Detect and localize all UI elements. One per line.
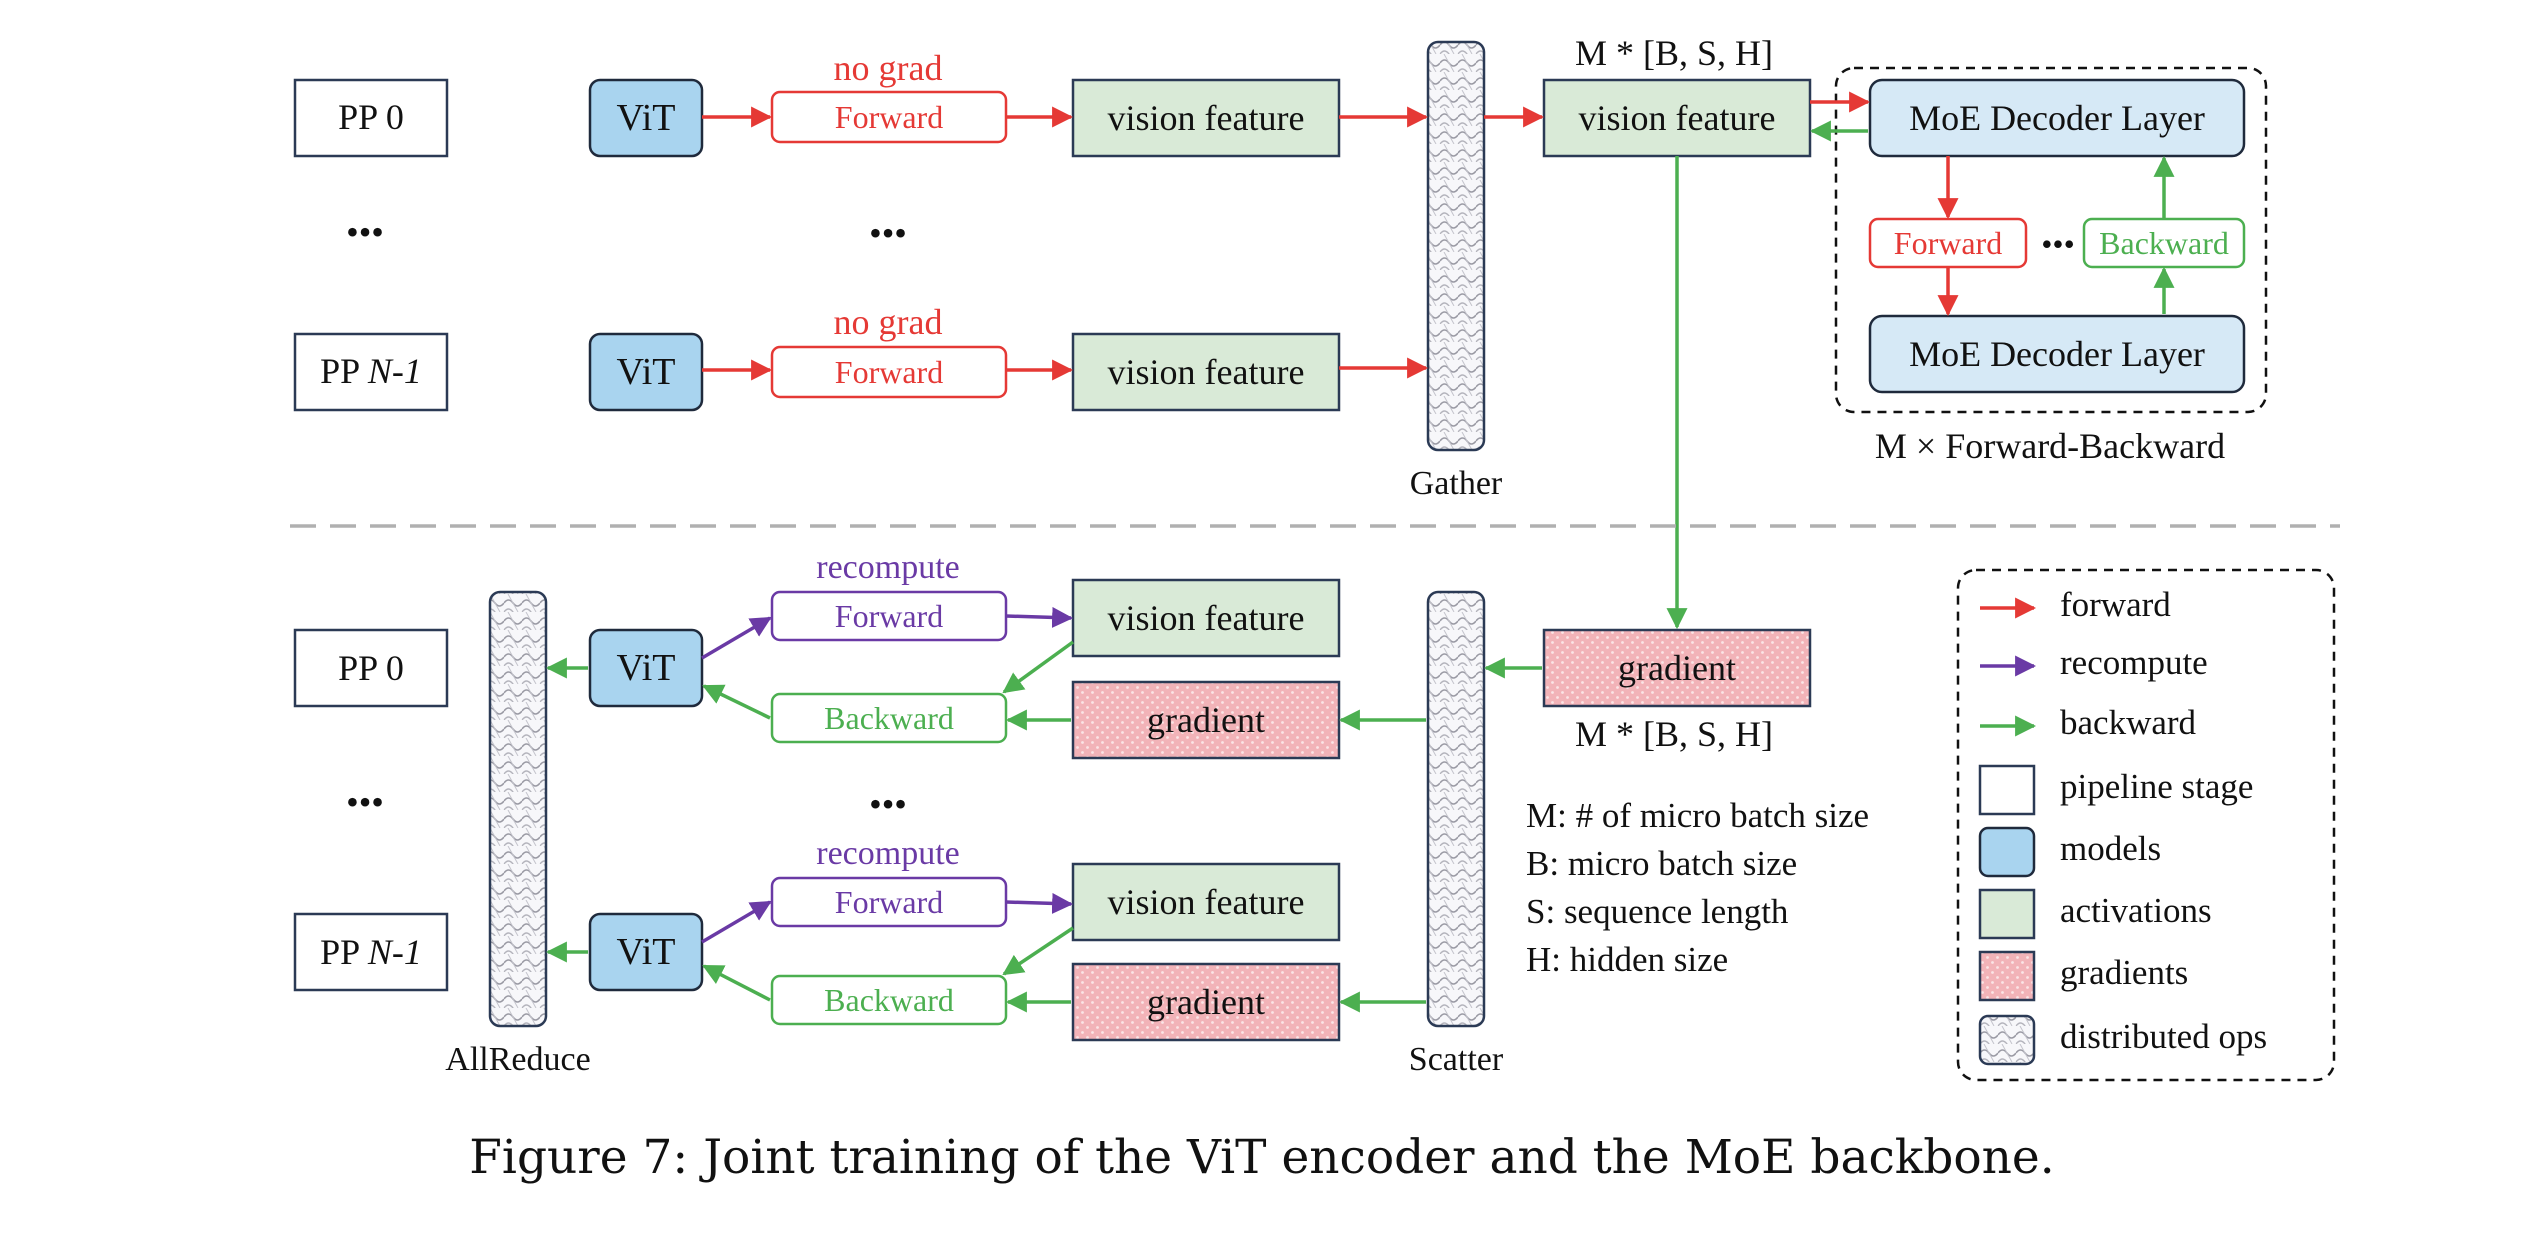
gathered-gradient: gradient	[1542, 628, 1812, 708]
bottom-stage-ellipsis: •••	[346, 782, 384, 822]
svg-text:vision feature: vision feature	[1108, 882, 1305, 922]
svg-text:ViT: ViT	[617, 351, 676, 393]
moe-decoder-layer-bottom: MoE Decoder Layer	[1868, 314, 2246, 394]
svg-text:distributed ops: distributed ops	[2060, 1017, 2267, 1056]
moe-forward: Forward	[1868, 217, 2028, 269]
svg-text:gradient: gradient	[1618, 648, 1736, 688]
definition-s: S: sequence length	[1526, 892, 1789, 931]
svg-text:ViT: ViT	[617, 931, 676, 973]
svg-text:Forward: Forward	[835, 354, 943, 390]
bottom-mid-ellipsis: •••	[869, 784, 907, 824]
svg-text:vision feature: vision feature	[1108, 352, 1305, 392]
definition-m: M: # of micro batch size	[1526, 796, 1869, 835]
allreduce-label: AllReduce	[445, 1041, 590, 1078]
legend-activations: activations	[1978, 888, 2212, 940]
svg-text:Backward: Backward	[2099, 225, 2229, 261]
top-vit-n: ViT	[588, 332, 704, 412]
symbol-definitions: M: # of micro batch size B: micro batch …	[1526, 796, 1869, 979]
top-stage-ellipsis: •••	[346, 212, 384, 252]
top-forward-n: Forward	[770, 345, 1008, 399]
svg-text:vision feature: vision feature	[1108, 598, 1305, 638]
bottom-vision-feature-0: vision feature	[1071, 578, 1341, 658]
allreduce-op	[488, 590, 548, 1028]
recompute-label-0: recompute	[816, 549, 960, 586]
bottom-pp0-box: PP 0	[293, 628, 449, 708]
svg-text:activations: activations	[2060, 891, 2212, 930]
svg-text:ViT: ViT	[617, 97, 676, 139]
svg-text:models: models	[2060, 829, 2161, 868]
svg-text:vision feature: vision feature	[1579, 98, 1776, 138]
moe-loop-label: M × Forward-Backward	[1875, 426, 2225, 466]
gradient-shape-label: M * [B, S, H]	[1575, 714, 1773, 754]
scatter-op	[1426, 590, 1486, 1028]
bottom-gradient-n: gradient	[1071, 962, 1341, 1042]
moe-group-border	[1834, 66, 2268, 414]
legend-recompute: recompute	[1980, 643, 2208, 682]
legend: forward recompute backward pipeline stag…	[1978, 585, 2267, 1066]
bottom-arrows	[545, 606, 1542, 1013]
svg-text:Forward: Forward	[1894, 225, 2002, 261]
definition-h: H: hidden size	[1526, 940, 1728, 979]
svg-text:PP N-1: PP N-1	[320, 932, 422, 972]
top-arrows	[702, 91, 2175, 630]
svg-text:Forward: Forward	[835, 884, 943, 920]
legend-forward: forward	[1980, 585, 2171, 624]
scatter-label: Scatter	[1409, 1041, 1504, 1078]
svg-text:Forward: Forward	[835, 598, 943, 634]
legend-pipeline-stage: pipeline stage	[1978, 764, 2253, 816]
legend-models: models	[1978, 826, 2161, 878]
bottom-gradient-0: gradient	[1071, 680, 1341, 760]
figure-caption: Figure 7: Joint training of the ViT enco…	[469, 1130, 2055, 1185]
top-no-grad-n: no grad	[834, 302, 943, 342]
gathered-vision-feature: vision feature	[1542, 78, 1812, 158]
bottom-vision-feature-n: vision feature	[1071, 862, 1341, 942]
svg-text:gradient: gradient	[1147, 982, 1265, 1022]
bottom-ppn-box: PP N-1	[293, 912, 449, 992]
top-forward-ellipsis: •••	[869, 213, 907, 253]
svg-text:gradient: gradient	[1147, 700, 1265, 740]
bottom-vit-0: ViT	[588, 628, 704, 708]
definition-b: B: micro batch size	[1526, 844, 1797, 883]
top-no-grad-0: no grad	[834, 48, 943, 88]
top-vision-feature-n: vision feature	[1071, 332, 1341, 412]
svg-text:Forward: Forward	[835, 99, 943, 135]
recompute-label-n: recompute	[816, 835, 960, 872]
recompute-forward-0: Forward	[770, 590, 1008, 642]
svg-text:MoE Decoder Layer: MoE Decoder Layer	[1909, 98, 2205, 138]
moe-ellipsis: •••	[2041, 226, 2075, 262]
svg-text:backward: backward	[2060, 703, 2197, 742]
legend-border	[1956, 568, 2336, 1082]
legend-distributed-ops: distributed ops	[1978, 1014, 2267, 1066]
top-ppn-label: PP N-1	[320, 351, 422, 391]
svg-text:ViT: ViT	[617, 647, 676, 689]
top-vit-0: ViT	[588, 78, 704, 158]
top-forward-0: Forward	[770, 90, 1008, 144]
legend-gradients: gradients	[1978, 950, 2188, 1002]
top-ppn-box: PP N-1	[293, 332, 449, 412]
top-pp0-box: PP 0	[293, 78, 449, 158]
svg-text:Backward: Backward	[824, 982, 954, 1018]
backward-n: Backward	[770, 974, 1008, 1026]
recompute-forward-n: Forward	[770, 876, 1008, 928]
svg-text:Backward: Backward	[824, 700, 954, 736]
svg-text:MoE Decoder Layer: MoE Decoder Layer	[1909, 334, 2205, 374]
svg-text:vision feature: vision feature	[1108, 98, 1305, 138]
svg-text:forward: forward	[2060, 585, 2171, 624]
backward-0: Backward	[770, 692, 1008, 744]
gather-op	[1426, 40, 1486, 452]
moe-backward: Backward	[2082, 217, 2246, 269]
top-pp0-label: PP 0	[338, 97, 404, 137]
svg-text:PP 0: PP 0	[338, 648, 404, 688]
legend-backward: backward	[1980, 703, 2197, 742]
top-vision-feature-0: vision feature	[1071, 78, 1341, 158]
svg-text:gradients: gradients	[2060, 953, 2188, 992]
gather-label: Gather	[1410, 465, 1503, 502]
moe-decoder-layer-top: MoE Decoder Layer	[1868, 78, 2246, 158]
svg-text:pipeline stage: pipeline stage	[2060, 767, 2253, 806]
svg-text:recompute: recompute	[2060, 643, 2208, 682]
gathered-shape-label: M * [B, S, H]	[1575, 33, 1773, 73]
bottom-vit-n: ViT	[588, 912, 704, 992]
